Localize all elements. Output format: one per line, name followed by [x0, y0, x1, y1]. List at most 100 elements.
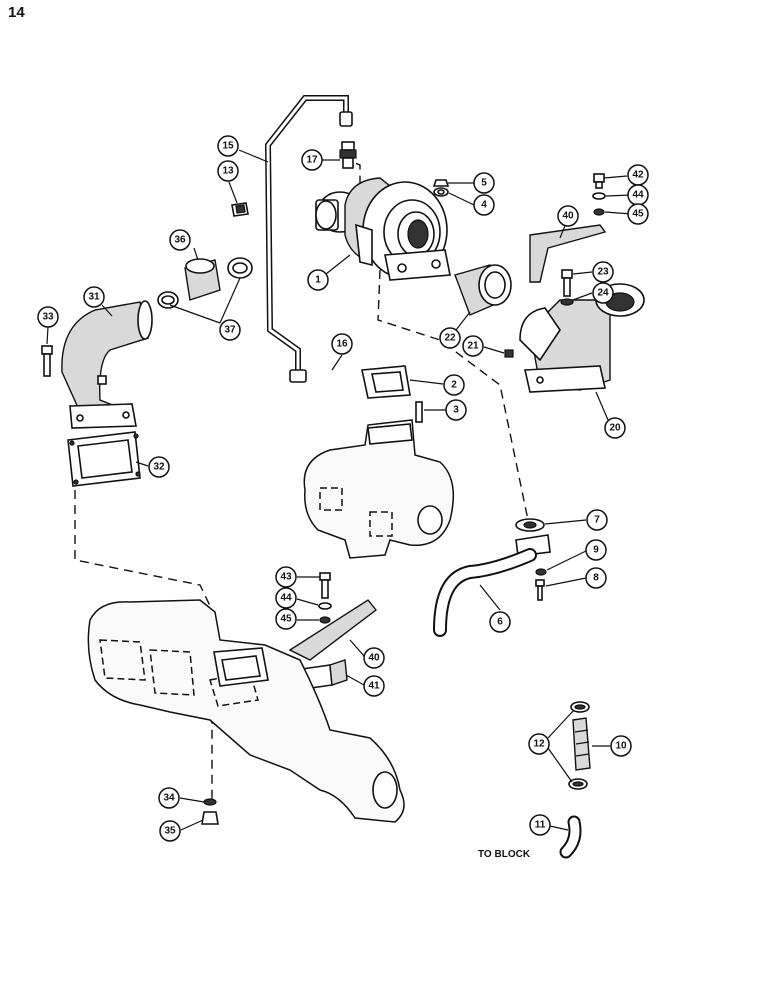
callout-23: 23: [592, 261, 614, 283]
svg-text:37: 37: [224, 325, 236, 336]
svg-text:42: 42: [632, 170, 644, 181]
exhaust-manifold: [87, 599, 405, 823]
to-block-label: TO BLOCK: [478, 849, 531, 860]
callout-20: 20: [604, 417, 626, 439]
svg-text:13: 13: [222, 166, 234, 177]
svg-text:8: 8: [593, 573, 599, 584]
svg-text:44: 44: [280, 593, 292, 604]
oil-fitting: [339, 141, 357, 169]
svg-text:35: 35: [164, 826, 176, 837]
svg-text:32: 32: [153, 462, 165, 473]
svg-text:9: 9: [593, 545, 599, 556]
callout-15: 15: [217, 135, 239, 157]
svg-text:24: 24: [597, 288, 609, 299]
svg-text:43: 43: [280, 572, 292, 583]
svg-text:33: 33: [42, 312, 54, 323]
callout-10: 10: [610, 735, 632, 757]
svg-text:10: 10: [615, 741, 627, 752]
callout-40-upper: 40: [557, 205, 579, 227]
callout-44-upper: 44: [627, 184, 649, 206]
inlet-elbow: [61, 300, 153, 429]
svg-text:7: 7: [594, 515, 600, 526]
turbocharger: [315, 177, 451, 281]
lower-bracket-hardware: [318, 572, 332, 624]
callout-12: 12: [528, 733, 550, 755]
svg-text:11: 11: [535, 820, 546, 831]
callout-44-lower: 44: [275, 587, 297, 609]
elbow-hardware: [560, 269, 574, 306]
oil-drain-assembly: [433, 518, 551, 637]
svg-text:40: 40: [368, 653, 380, 664]
svg-text:41: 41: [368, 681, 380, 692]
turbo-gasket: [361, 365, 423, 423]
page-number: 14: [8, 4, 25, 21]
callout-45-lower: 45: [275, 608, 297, 630]
callout-36: 36: [169, 229, 191, 251]
nut: [504, 349, 514, 358]
callout-31: 31: [83, 286, 105, 308]
svg-text:2: 2: [451, 380, 457, 391]
svg-text:45: 45: [632, 209, 644, 220]
callout-1: 1: [307, 269, 329, 291]
callout-16: 16: [331, 333, 353, 355]
callout-7: 7: [586, 509, 608, 531]
callout-41: 41: [363, 675, 385, 697]
svg-text:1: 1: [315, 275, 321, 286]
svg-text:40: 40: [562, 211, 574, 222]
callout-22: 22: [439, 327, 461, 349]
callout-37: 37: [219, 319, 241, 341]
svg-text:17: 17: [306, 155, 318, 166]
manifold-nut-and-washer: [201, 798, 219, 825]
coolant-hose-assembly: [559, 701, 591, 859]
svg-text:45: 45: [280, 614, 292, 625]
svg-text:16: 16: [336, 339, 348, 350]
upper-bracket-hardware: [592, 173, 606, 216]
callout-5: 5: [473, 172, 495, 194]
callout-2: 2: [443, 374, 465, 396]
callout-13: 13: [217, 160, 239, 182]
svg-text:36: 36: [174, 235, 186, 246]
clip: [231, 202, 249, 217]
svg-text:44: 44: [632, 190, 644, 201]
oil-supply-line: [264, 95, 353, 383]
callout-17: 17: [301, 149, 323, 171]
leader-lines: [46, 149, 633, 831]
svg-text:5: 5: [481, 178, 487, 189]
callout-24: 24: [592, 282, 614, 304]
elbow-gasket: [67, 431, 141, 487]
exhaust-manifold-section: [303, 419, 455, 559]
svg-text:3: 3: [453, 405, 459, 416]
svg-text:23: 23: [597, 267, 609, 278]
svg-text:20: 20: [609, 423, 621, 434]
hose-and-clamps: [157, 257, 253, 309]
callout-6: 6: [489, 611, 511, 633]
svg-text:22: 22: [444, 333, 456, 344]
callout-8: 8: [585, 567, 607, 589]
callout-35: 35: [159, 820, 181, 842]
upper-bracket: [529, 224, 607, 283]
callout-42: 42: [627, 164, 649, 186]
callout-11: 11: [529, 814, 551, 836]
callout-3: 3: [445, 399, 467, 421]
exhaust-elbow: [519, 283, 645, 393]
svg-text:6: 6: [497, 617, 503, 628]
svg-text:21: 21: [467, 341, 479, 352]
callout-45-upper: 45: [627, 203, 649, 225]
svg-text:31: 31: [88, 292, 100, 303]
svg-text:12: 12: [533, 739, 545, 750]
callout-21: 21: [462, 335, 484, 357]
callout-9: 9: [585, 539, 607, 561]
capscrew: [41, 345, 53, 377]
callout-32: 32: [148, 456, 170, 478]
svg-text:15: 15: [222, 141, 234, 152]
callout-33: 33: [37, 306, 59, 328]
callout-34: 34: [158, 787, 180, 809]
adapter-sleeve: [454, 264, 512, 316]
callout-43: 43: [275, 566, 297, 588]
callout-40-lower: 40: [363, 647, 385, 669]
svg-text:34: 34: [163, 793, 175, 804]
callout-4: 4: [473, 194, 495, 216]
svg-text:4: 4: [481, 200, 487, 211]
nut-and-washer: [432, 179, 450, 197]
